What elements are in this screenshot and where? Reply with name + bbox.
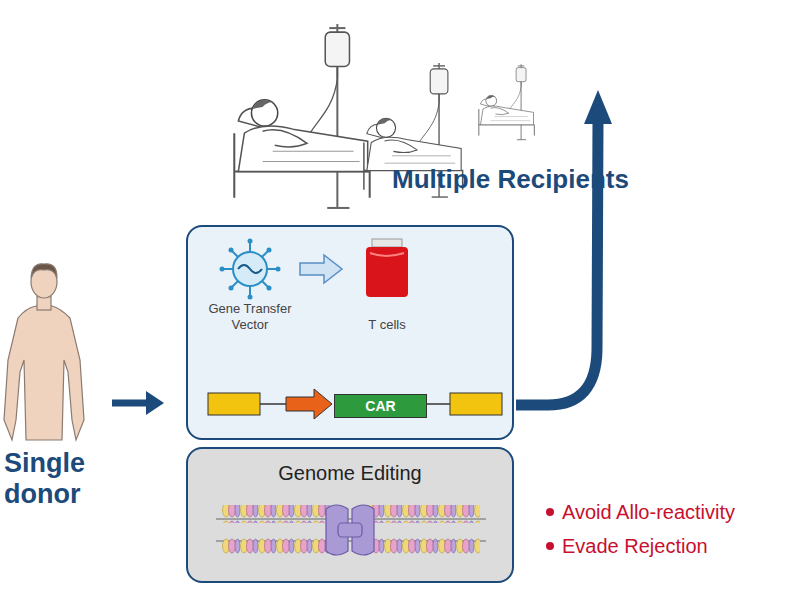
bullet-text: Evade Rejection	[562, 534, 792, 558]
donor-label: Single donor	[4, 448, 124, 510]
gene-label: CAR	[365, 398, 395, 415]
bullet-text: Avoid Allo-reactivity	[562, 500, 792, 524]
box-title: Genome Editing	[186, 461, 514, 485]
process-box: Genome Editing	[186, 447, 514, 583]
recipients-label: Multiple Recipients	[392, 164, 629, 195]
process-box: Gene Transfer Vector T cellsCAR	[186, 225, 514, 440]
car-gene-box: CAR	[334, 394, 427, 418]
icon-caption: T cells	[346, 317, 428, 333]
icon-caption: Gene Transfer Vector	[200, 301, 300, 332]
